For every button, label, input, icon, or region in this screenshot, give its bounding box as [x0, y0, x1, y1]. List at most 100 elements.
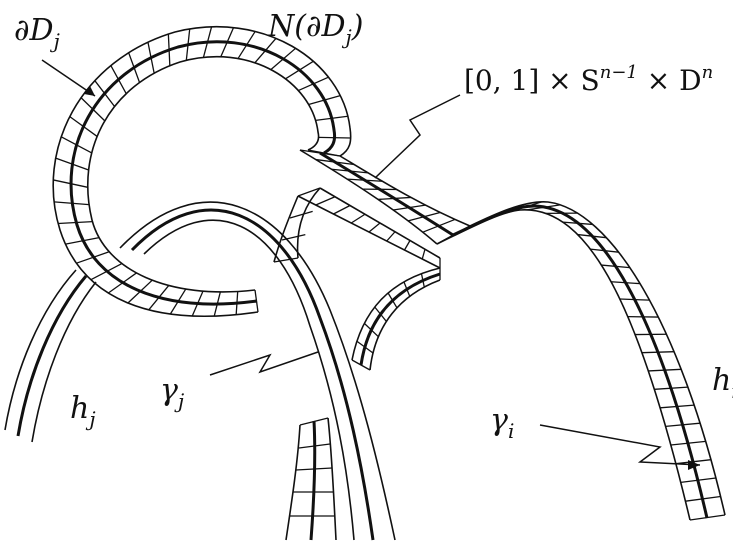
- band-cell-divider: [147, 42, 155, 74]
- leader-product-space: [374, 94, 461, 179]
- label-h-j: hj: [70, 391, 96, 431]
- band-cell-divider: [421, 249, 426, 260]
- band-cell-divider: [422, 218, 456, 233]
- band-cell-divider: [356, 340, 374, 354]
- label-boundary-disk: ∂Dj: [14, 13, 60, 53]
- band-cell-divider: [273, 257, 299, 263]
- band-cell-divider: [127, 279, 153, 304]
- band-cell-divider: [69, 116, 98, 137]
- bottom-small-band: [285, 417, 337, 541]
- band-cell-divider: [489, 204, 524, 220]
- band-cell-divider: [675, 459, 712, 465]
- band-cell-divider: [378, 196, 411, 201]
- band-cell-divider: [58, 221, 93, 225]
- band-cell-divider: [299, 149, 341, 157]
- band-cell-divider: [331, 168, 369, 174]
- band-cell-divider: [76, 251, 110, 264]
- label-neighborhood: N(∂Dj): [267, 9, 363, 49]
- band-cell-divider: [403, 281, 411, 297]
- band-cell-divider: [80, 97, 106, 122]
- band-cell-divider: [611, 281, 641, 285]
- label-gamma-j: γj: [160, 373, 184, 413]
- band-cell-divider: [167, 34, 171, 66]
- band-cell-divider: [60, 136, 93, 154]
- band-cell-divider: [665, 422, 701, 428]
- band-cell-divider: [315, 115, 348, 122]
- leader-gamma-j: [209, 351, 319, 376]
- band-cell-divider: [350, 213, 366, 224]
- band-cell-divider: [420, 273, 425, 288]
- label-product-space: [0, 1] × Sn−1 × Dn: [464, 62, 713, 97]
- band-cell-divider: [220, 27, 235, 58]
- band-cell-divider: [526, 204, 561, 211]
- band-cell-divider: [368, 222, 381, 233]
- leader-arrowhead-gamma-i: [688, 460, 700, 470]
- leader-arrowhead-boundary: [84, 86, 95, 96]
- band-cell-divider: [454, 217, 488, 237]
- band-cell-divider: [685, 495, 721, 502]
- band-cell-divider: [680, 477, 716, 484]
- band-cell-divider: [65, 237, 100, 245]
- band-cell-divider: [298, 76, 329, 92]
- band-cell-divider: [53, 179, 88, 188]
- band-cell-divider: [107, 272, 137, 294]
- gamma-j-curves: [119, 201, 396, 541]
- band-cell-divider: [407, 211, 441, 222]
- band-cell-divider: [648, 368, 682, 372]
- band-cell-divider: [590, 248, 619, 253]
- band-cell-divider: [601, 264, 630, 269]
- band-cell-divider: [562, 221, 593, 226]
- band-cell-divider: [94, 80, 116, 107]
- band-cell-divider: [351, 359, 371, 371]
- band-cell-divider: [289, 210, 313, 219]
- band-cell-divider: [577, 233, 607, 239]
- band-cell-divider: [315, 158, 355, 166]
- band-cell-divider: [128, 52, 141, 83]
- middle-band: [351, 267, 441, 371]
- band-cell-divider: [237, 31, 256, 59]
- arch-band-h-i: [436, 201, 726, 521]
- band-cell-divider: [436, 225, 471, 245]
- band-cell-divider: [191, 290, 204, 317]
- band-cell-divider: [347, 178, 383, 182]
- band-cell-divider: [148, 285, 170, 311]
- neighborhood-ring-band: [52, 26, 352, 318]
- band-cell-divider: [185, 28, 191, 61]
- leader-gamma-i: [539, 424, 701, 466]
- folded-flap-band: [273, 187, 441, 269]
- band-cell-divider: [654, 386, 688, 390]
- band-cell-divider: [333, 204, 351, 215]
- band-cell-divider: [393, 204, 426, 211]
- band-cell-divider: [297, 187, 321, 197]
- band-cell-divider: [169, 288, 187, 315]
- band-cell-divider: [90, 262, 123, 281]
- band-cell-divider: [54, 201, 90, 206]
- band-cell-divider: [403, 240, 411, 251]
- band-cell-divider: [55, 157, 89, 171]
- band-cell-divider: [641, 351, 675, 354]
- band-cell-divider: [507, 201, 542, 214]
- band-cell-divider: [471, 209, 506, 228]
- band-cell-divider: [318, 136, 351, 139]
- band-cell-divider: [363, 322, 379, 338]
- band-cell-divider: [670, 440, 706, 446]
- band-cell-divider: [386, 231, 396, 242]
- band-cell-divider: [285, 60, 314, 80]
- label-h-i: hi: [712, 363, 733, 403]
- h-j-curves: [4, 269, 97, 443]
- band-cell-divider: [254, 37, 277, 64]
- label-gamma-i: γi: [490, 403, 514, 443]
- band-cell-divider: [374, 306, 387, 322]
- band-cell-divider: [213, 291, 221, 317]
- band-cell-divider: [689, 514, 726, 521]
- leader-boundary-disk: [41, 59, 96, 97]
- band-cell-divider: [110, 65, 127, 94]
- band-cell-divider: [660, 404, 695, 409]
- band-cell-divider: [619, 298, 650, 301]
- band-cell-divider: [387, 292, 398, 309]
- band-cell-divider: [315, 196, 336, 206]
- band-cell-divider: [202, 26, 213, 58]
- band-cell-divider: [235, 291, 239, 315]
- band-cell-divider: [308, 95, 341, 106]
